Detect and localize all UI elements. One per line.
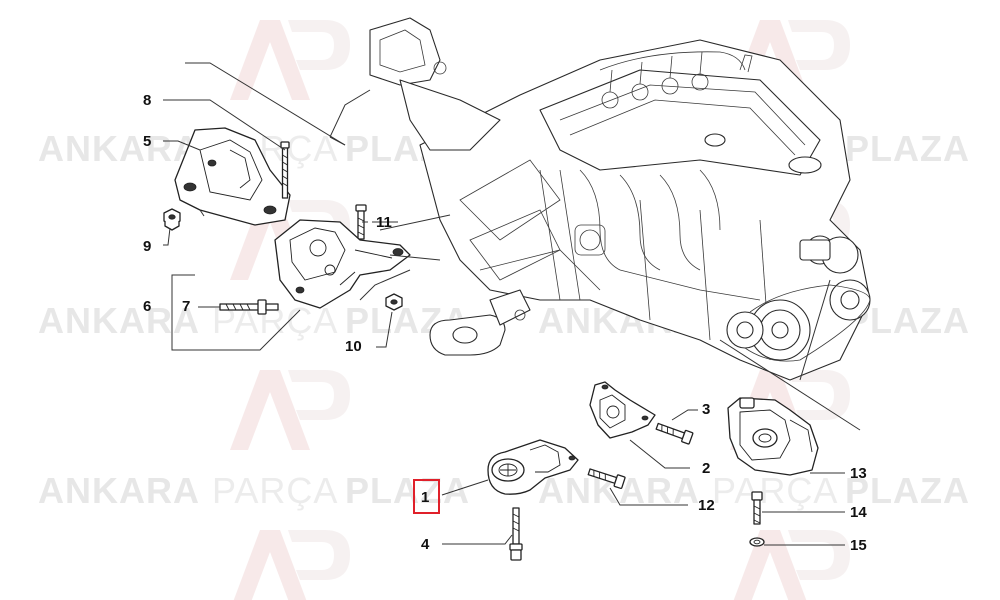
part-2-bracket-illustration <box>589 381 656 439</box>
callout-8[interactable]: 8 <box>143 92 151 109</box>
bolt-3-illustration <box>655 422 694 445</box>
svg-text:ANKARA: ANKARA <box>38 128 200 169</box>
bolt-4-illustration <box>509 507 523 561</box>
callout-15[interactable]: 15 <box>850 537 867 554</box>
part-6-bracket-illustration <box>274 219 411 309</box>
callout-6[interactable]: 6 <box>143 298 151 315</box>
callout-labels: 8 5 9 6 7 11 10 3 2 1 12 4 13 14 15 <box>143 92 867 554</box>
svg-text:PLAZA: PLAZA <box>845 128 970 169</box>
svg-text:PARÇA: PARÇA <box>212 470 338 511</box>
callout-3[interactable]: 3 <box>702 401 710 418</box>
stud-7-illustration <box>219 299 279 315</box>
watermark-text-row-3: ANKARA PARÇA PLAZA ANKARA PARÇA PLAZA <box>38 470 970 511</box>
bolt-14-illustration <box>751 491 763 525</box>
svg-text:PLAZA: PLAZA <box>345 470 470 511</box>
svg-text:ANKARA: ANKARA <box>38 470 200 511</box>
callout-2[interactable]: 2 <box>702 460 710 477</box>
callout-13[interactable]: 13 <box>850 465 867 482</box>
callout-12[interactable]: 12 <box>698 497 715 514</box>
bolt-12-illustration <box>587 468 626 490</box>
callout-7[interactable]: 7 <box>182 298 190 315</box>
callout-11[interactable]: 11 <box>376 214 392 231</box>
part-1-engine-mount-illustration <box>487 439 579 495</box>
washer-15-illustration <box>749 537 765 547</box>
callout-9[interactable]: 9 <box>143 238 151 255</box>
bolt-11-illustration <box>355 204 367 240</box>
part-13-mount-illustration <box>727 397 819 476</box>
pulley-group-illustration <box>726 235 871 362</box>
highlight-box-part-1 <box>413 479 440 514</box>
nut-10-illustration <box>385 293 403 311</box>
callout-4[interactable]: 4 <box>421 536 430 553</box>
callout-14[interactable]: 14 <box>850 504 867 521</box>
svg-text:PARÇA: PARÇA <box>712 470 838 511</box>
leader-lines <box>163 62 861 546</box>
callout-5[interactable]: 5 <box>143 133 151 150</box>
callout-1[interactable]: 1 <box>421 489 429 506</box>
part-5-bracket-illustration <box>174 127 291 226</box>
callout-10[interactable]: 10 <box>345 338 362 355</box>
svg-text:PLAZA: PLAZA <box>845 470 970 511</box>
bolt-8-illustration <box>280 141 290 199</box>
nut-9-illustration <box>163 208 181 231</box>
engine-assembly-illustration <box>369 17 871 381</box>
